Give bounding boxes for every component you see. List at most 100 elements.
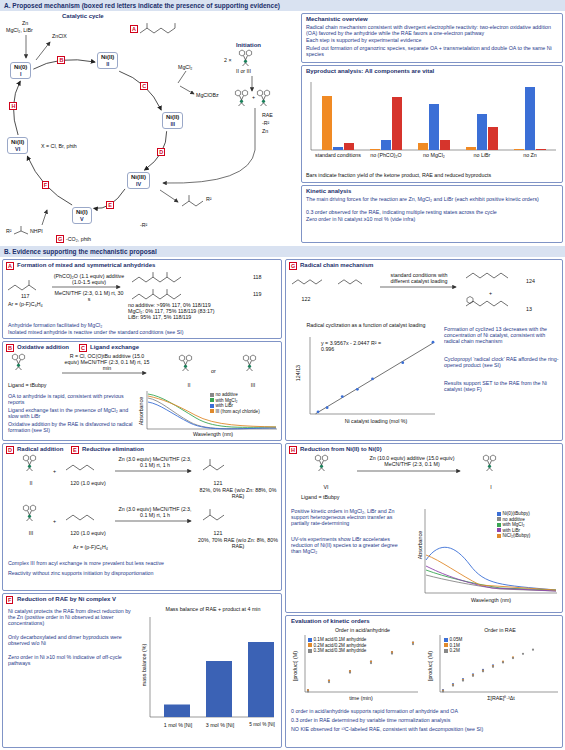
panel-heading: Ligand exchange <box>90 344 139 351</box>
text-label: 121 <box>208 530 228 536</box>
legend-swatch <box>444 649 448 653</box>
evidence-letter: F <box>42 181 49 189</box>
bond-line <box>239 103 242 106</box>
ring <box>315 455 320 461</box>
data-point <box>492 666 494 668</box>
data-point <box>307 691 309 693</box>
nickel-atom <box>28 465 31 468</box>
legend-text: 0.1M <box>450 643 460 648</box>
text-label: Bars indicate fraction yield of the keto… <box>306 172 560 178</box>
legend-swatch <box>444 643 448 647</box>
text-label: MgCl₂: 0% 117, 75% 118/119 (83:17) <box>128 308 278 314</box>
text-label: MgClOBz <box>196 92 219 98</box>
text-label: 120 (1.0 equiv) <box>63 480 113 486</box>
panel-heading: Mechanistic overview <box>306 16 556 23</box>
bond-line <box>244 56 246 60</box>
legend-item: 0.2M <box>444 648 460 653</box>
text-label: III <box>166 121 179 127</box>
bond-line <box>189 195 190 201</box>
note-text: Positive kinetic orders in MgCl₂, LiBr a… <box>291 508 409 526</box>
legend-item: 0.1M acid/0.1M anhydride <box>308 637 366 642</box>
evidence-letter: E <box>71 446 79 454</box>
note-text: Zero order in Ni ≥10 mol % indicative of… <box>8 654 133 666</box>
text-label: no Zn <box>506 152 554 158</box>
legend-swatch <box>308 649 312 653</box>
legend-swatch <box>497 512 501 516</box>
note-text: Isolated mixed anhydride is reactive und… <box>8 329 278 335</box>
chart-axis <box>311 82 556 150</box>
ring <box>490 455 495 461</box>
text-label: 117 <box>21 293 29 299</box>
bond-line <box>320 461 322 465</box>
bond-line <box>29 280 30 285</box>
text-label: II <box>101 61 114 67</box>
legend-swatch <box>210 404 214 408</box>
text-label: 120 (1.0 equiv) <box>63 530 113 536</box>
spectrum-curve <box>426 555 556 590</box>
text-label: II <box>179 382 199 388</box>
reaction-arrow <box>42 210 47 225</box>
ring <box>235 90 240 96</box>
chart-axis <box>150 617 274 717</box>
bond-line <box>319 468 322 471</box>
bar <box>333 147 343 150</box>
bond-line <box>178 71 186 83</box>
text-label: II or III <box>236 68 251 74</box>
section-heading: B. Evidence supporting the mechanistic p… <box>4 248 157 255</box>
text-label: or <box>211 368 216 374</box>
bar <box>536 149 546 150</box>
bond-line <box>30 468 33 471</box>
data-point <box>432 341 435 344</box>
legend-text: Ni(0)(tBubpy) <box>503 511 530 516</box>
evidence-panel: HReduction from Ni(II) to Ni(0)VIZn (10.… <box>285 443 563 613</box>
note-text: 0 order in acid/anhydride supports rapid… <box>291 708 561 714</box>
data-point <box>472 675 474 677</box>
data-point <box>401 361 404 364</box>
reaction-arrow <box>36 42 50 60</box>
legend-swatch <box>210 409 214 413</box>
nickel-species: Ni(0)I <box>10 62 31 79</box>
ring <box>19 354 24 360</box>
legend-text: 0.2M <box>450 648 460 653</box>
axis-title: [product] (M) <box>292 641 298 691</box>
bond-line <box>167 272 168 277</box>
evidence-letter: C <box>140 82 148 90</box>
spectrum-curve <box>148 396 276 427</box>
section-header: B. Evidence supporting the mechanistic p… <box>0 246 565 257</box>
bar <box>248 642 274 717</box>
note-text: Ruled out formation of organozinc specie… <box>306 45 560 57</box>
legend-item: NiCl₂(tBubpy) <box>497 533 530 538</box>
note-text: Ligand exchange fast in the presence of … <box>8 407 136 419</box>
text-label: Order in acid/anhydride <box>306 627 419 633</box>
bar <box>477 114 487 150</box>
ring <box>264 90 269 96</box>
bond-line <box>30 518 33 521</box>
text-label: LiBr: 95% 117, 5% 118/119 <box>128 314 278 320</box>
evidence-letter: H <box>289 446 297 454</box>
data-point <box>472 674 474 676</box>
text-label: standard conditions with different catal… <box>381 272 457 284</box>
text-label: 124 <box>526 278 535 284</box>
bond-line <box>243 63 246 66</box>
bond-line <box>264 103 267 106</box>
legend-text: with MgCl₂ <box>216 398 238 403</box>
legend-text: 0.3M acid/0.3M anhydride <box>314 648 367 653</box>
bond-line <box>487 468 490 471</box>
nickel-species: Ni(II)II <box>97 52 118 69</box>
nickel-atom <box>262 100 265 103</box>
panel-heading: Radical chain mechanism <box>300 262 373 269</box>
data-point <box>341 395 344 398</box>
legend-item: with LiBr <box>497 528 520 533</box>
bond-line <box>66 465 94 470</box>
ring <box>186 355 191 361</box>
evidence-letter: F <box>6 596 13 604</box>
bond-line <box>186 361 188 365</box>
text-label: Order in RAE <box>441 627 559 633</box>
text-label: no LiBr <box>458 152 506 158</box>
data-point <box>532 649 534 651</box>
reaction-arrow <box>115 471 191 472</box>
bond-line <box>153 272 154 277</box>
text-label: III <box>23 530 39 536</box>
note-text: 0.3 order observed for the RAE, indicati… <box>306 209 560 215</box>
bond-line <box>250 361 252 365</box>
